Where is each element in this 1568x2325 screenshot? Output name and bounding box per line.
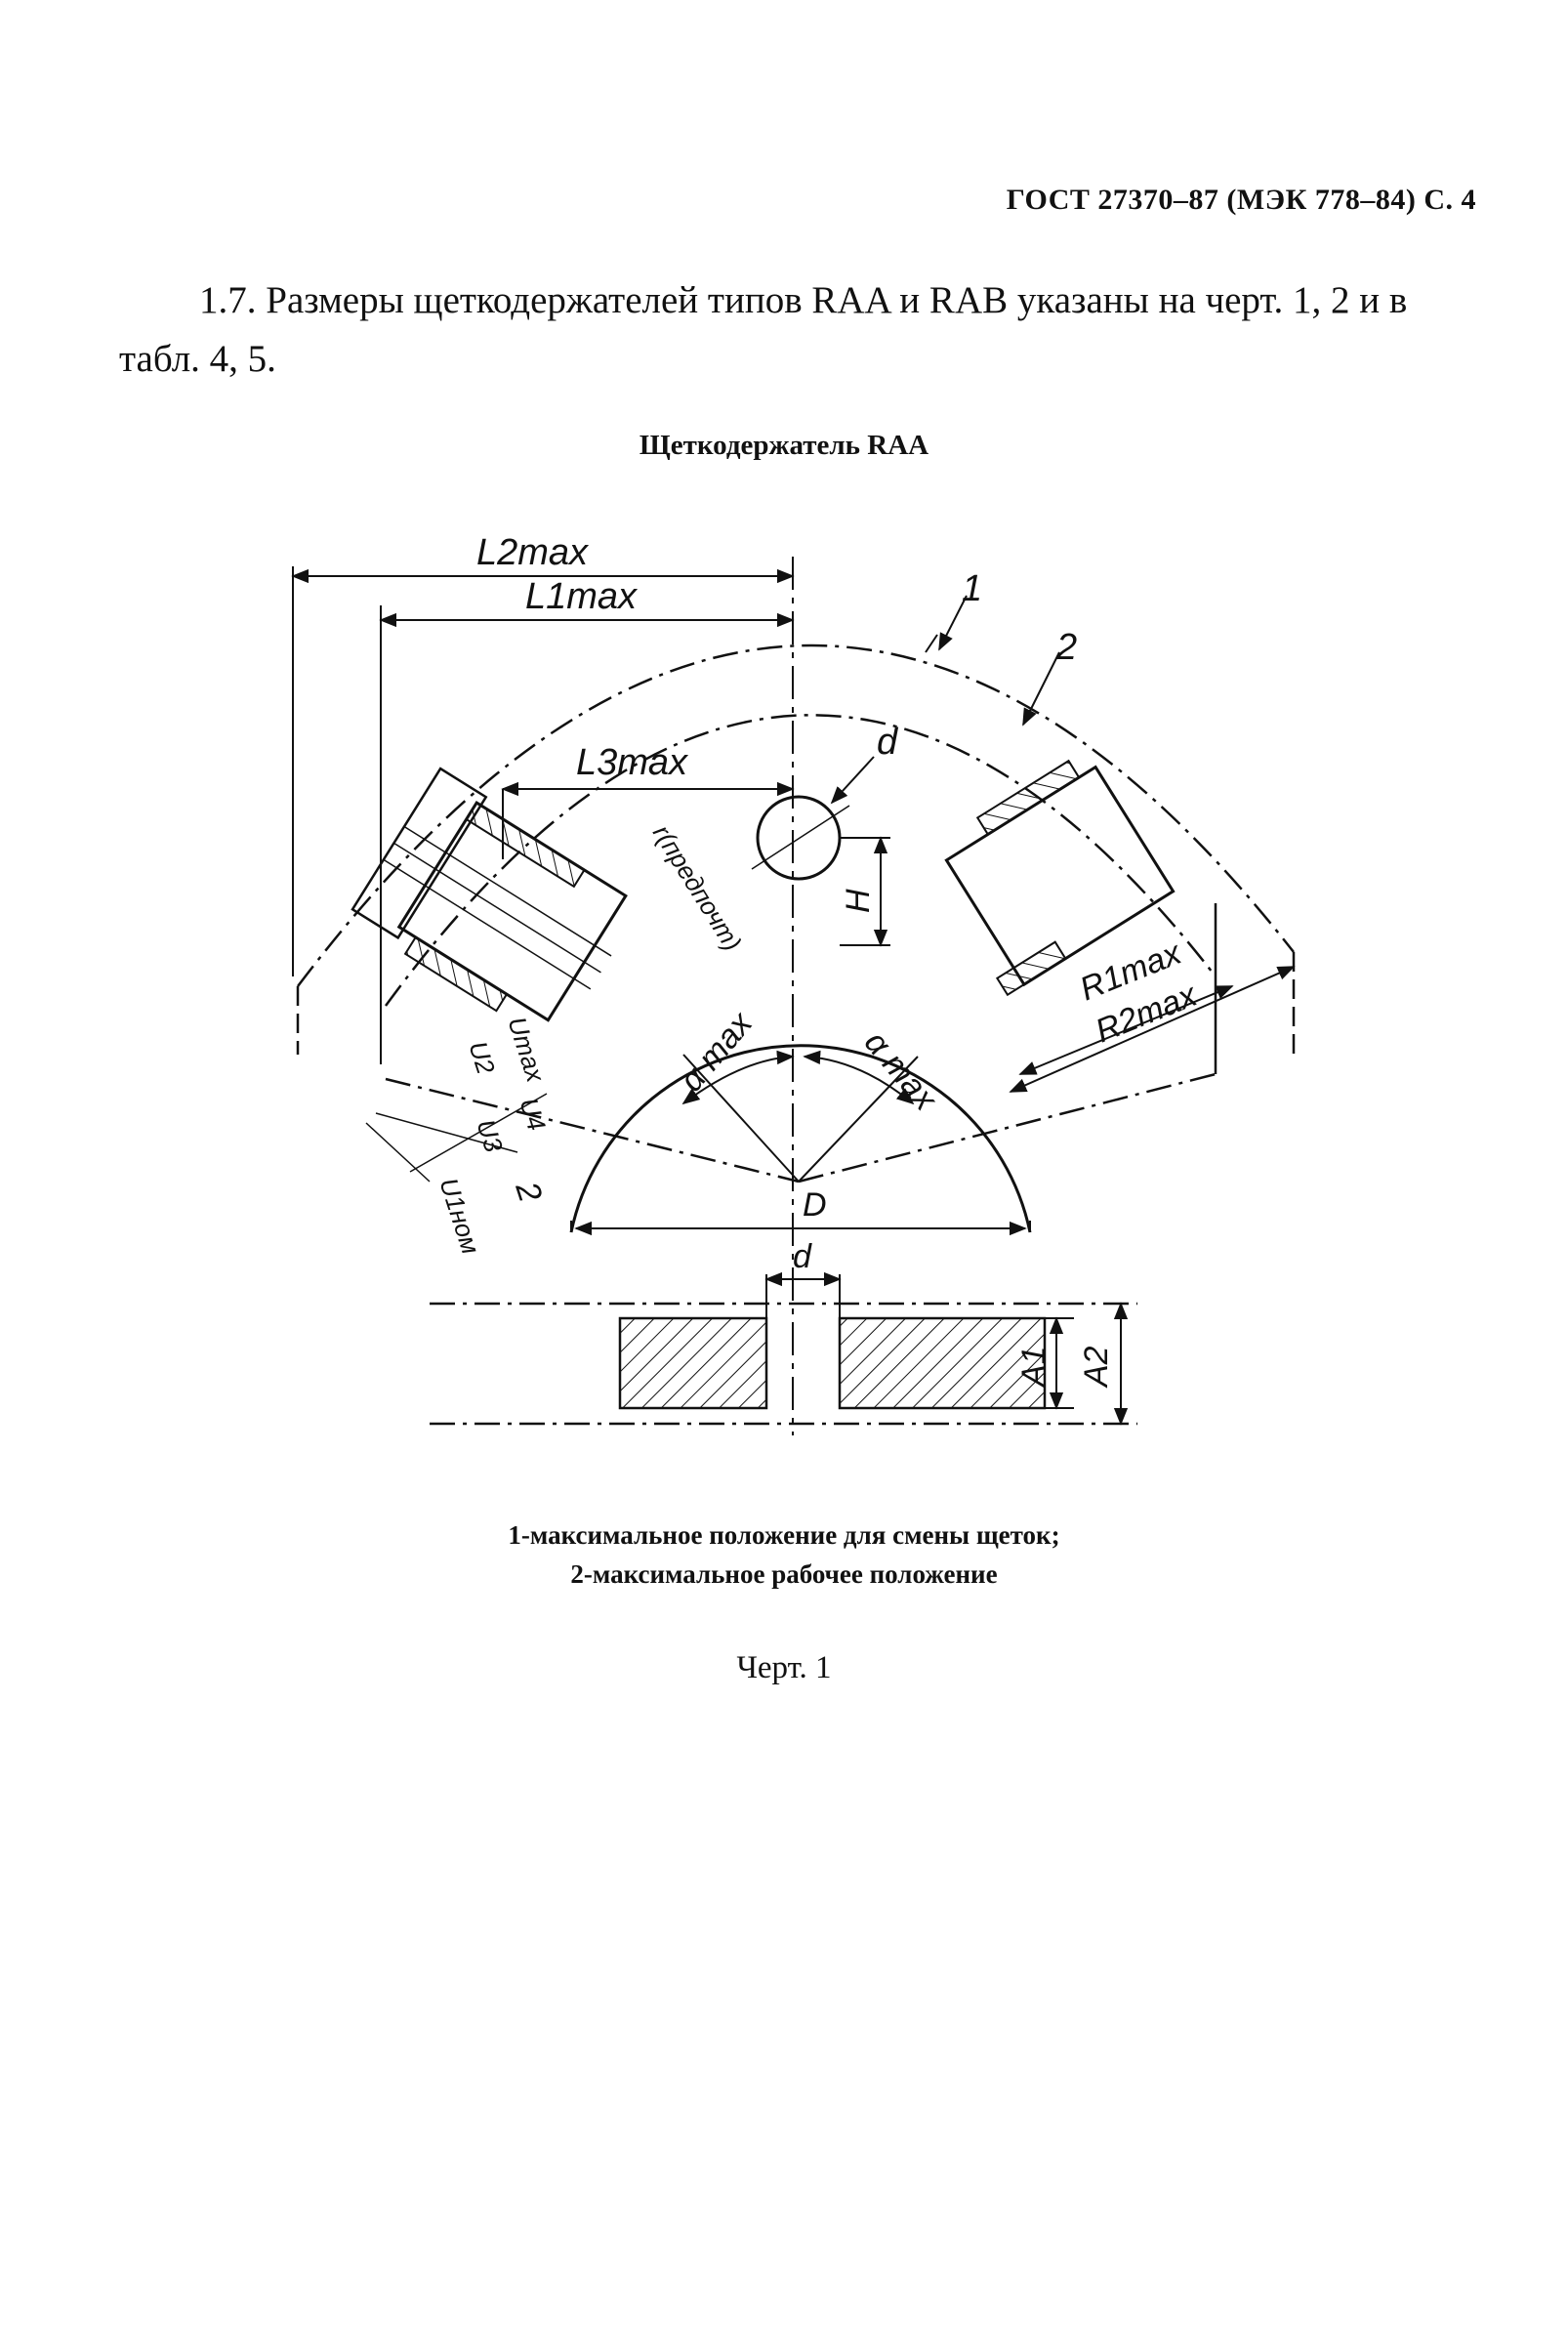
cross-section: d A1 A2: [430, 1238, 1137, 1426]
label-r-preferred: r(предпочт): [647, 819, 748, 956]
body-paragraph: 1.7. Размеры щеткодержателей типов RAA и…: [119, 279, 1408, 380]
label-umax: Umax: [502, 1014, 551, 1087]
label-l3max: L3max: [576, 742, 689, 783]
label-a1: A1: [1015, 1346, 1052, 1389]
callout-1: 1: [962, 568, 982, 609]
figure-title: Щеткодержатель RAA: [639, 430, 929, 461]
figure-legend: 1-максимальное положение для смены щеток…: [0, 1515, 1568, 1594]
label-u4: U4: [514, 1095, 552, 1135]
label-u3: U3: [471, 1116, 509, 1156]
figure-caption: Черт. 1: [736, 1650, 832, 1685]
legend-line-1: 1-максимальное положение для смены щеток…: [508, 1520, 1060, 1550]
label-alpha-right: α max: [857, 1024, 945, 1118]
label-a2: A2: [1078, 1346, 1115, 1389]
label-u2: U2: [463, 1038, 501, 1078]
label-l1max: L1max: [525, 576, 639, 617]
technical-drawing: L2max L1max L3max 1 2 d H D α max α max: [291, 532, 1296, 1435]
left-brush-holder: [351, 767, 628, 1022]
label-u1-nom: U1ном: [433, 1175, 485, 1258]
outer-arc-2: [384, 714, 1217, 1007]
label-two-left: 2: [508, 1177, 549, 1207]
label-l2max: L2max: [476, 532, 590, 573]
callout-2: 2: [1055, 627, 1077, 668]
page-header: ГОСТ 27370–87 (МЭК 778–84) С. 4: [1006, 184, 1476, 216]
outer-arc-1: [297, 644, 1295, 987]
label-d-top: d: [877, 722, 899, 763]
label-h: H: [840, 889, 877, 913]
legend-line-2: 2-максимальное рабочее положение: [570, 1559, 998, 1589]
label-d-section: d: [793, 1238, 812, 1275]
label-D-diameter: D: [803, 1186, 827, 1224]
